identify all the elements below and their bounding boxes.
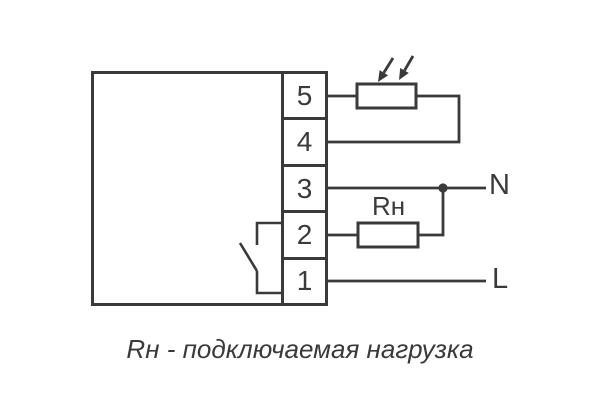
light-arrows-icon [378, 55, 415, 82]
terminal-3: 3 [284, 167, 325, 214]
load-resistor-symbol [356, 221, 420, 249]
caption: Rн - подключаемая нагрузка [126, 334, 474, 364]
terminal-3-label: 3 [296, 172, 313, 204]
load-resistor-label: Rн [372, 191, 406, 221]
device-body [91, 71, 281, 306]
light-arrow-2-head [399, 68, 409, 80]
wire-photoresistor-terminal4 [328, 94, 461, 144]
terminal-2: 2 [284, 213, 325, 260]
terminal-1-label: 1 [296, 265, 313, 297]
terminal-4-label: 4 [296, 126, 313, 158]
terminal-4: 4 [284, 120, 325, 167]
terminal-strip: 5 4 3 2 1 [281, 71, 328, 306]
line-label: L [492, 263, 509, 295]
junction-dot [438, 183, 448, 193]
wire-load-junction [418, 188, 445, 237]
terminal-5-label: 5 [296, 79, 313, 111]
terminal-2-label: 2 [296, 218, 313, 250]
terminal-1: 1 [284, 260, 325, 303]
terminal-5: 5 [284, 74, 325, 121]
light-arrow-2-shaft [403, 55, 415, 72]
photoresistor-symbol [355, 82, 418, 110]
neutral-label: N [489, 169, 510, 201]
light-arrow-1-head [378, 70, 389, 82]
light-arrow-1-shaft [382, 57, 395, 74]
